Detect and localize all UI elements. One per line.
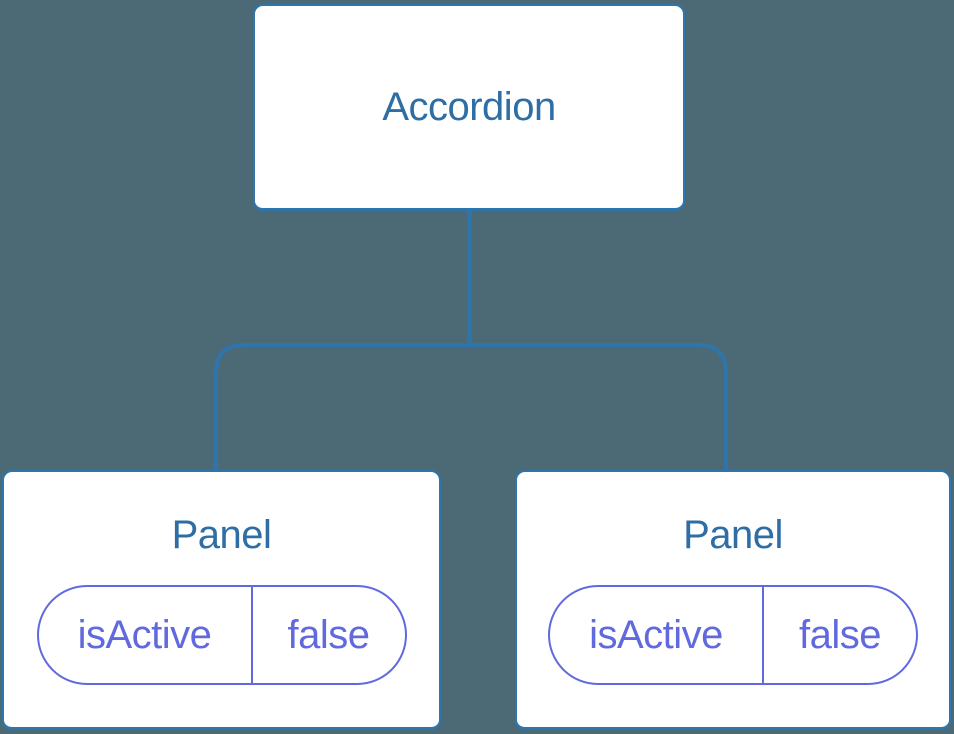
state-value: false xyxy=(287,613,371,657)
state-pill: isActive false xyxy=(36,585,407,685)
connector-branch-bracket xyxy=(214,343,728,471)
node-panel-right-label: Panel xyxy=(683,513,783,557)
node-panel-left-label: Panel xyxy=(171,513,272,557)
node-accordion-label: Accordion xyxy=(382,85,556,129)
node-panel-right: Panel isActive false xyxy=(515,470,951,730)
state-pill: isActive false xyxy=(548,585,918,685)
state-key: isActive xyxy=(39,587,253,683)
state-key: isActive xyxy=(550,587,764,683)
node-panel-left: Panel isActive false xyxy=(2,470,441,730)
state-value: false xyxy=(799,613,882,657)
node-accordion: Accordion xyxy=(253,4,685,211)
